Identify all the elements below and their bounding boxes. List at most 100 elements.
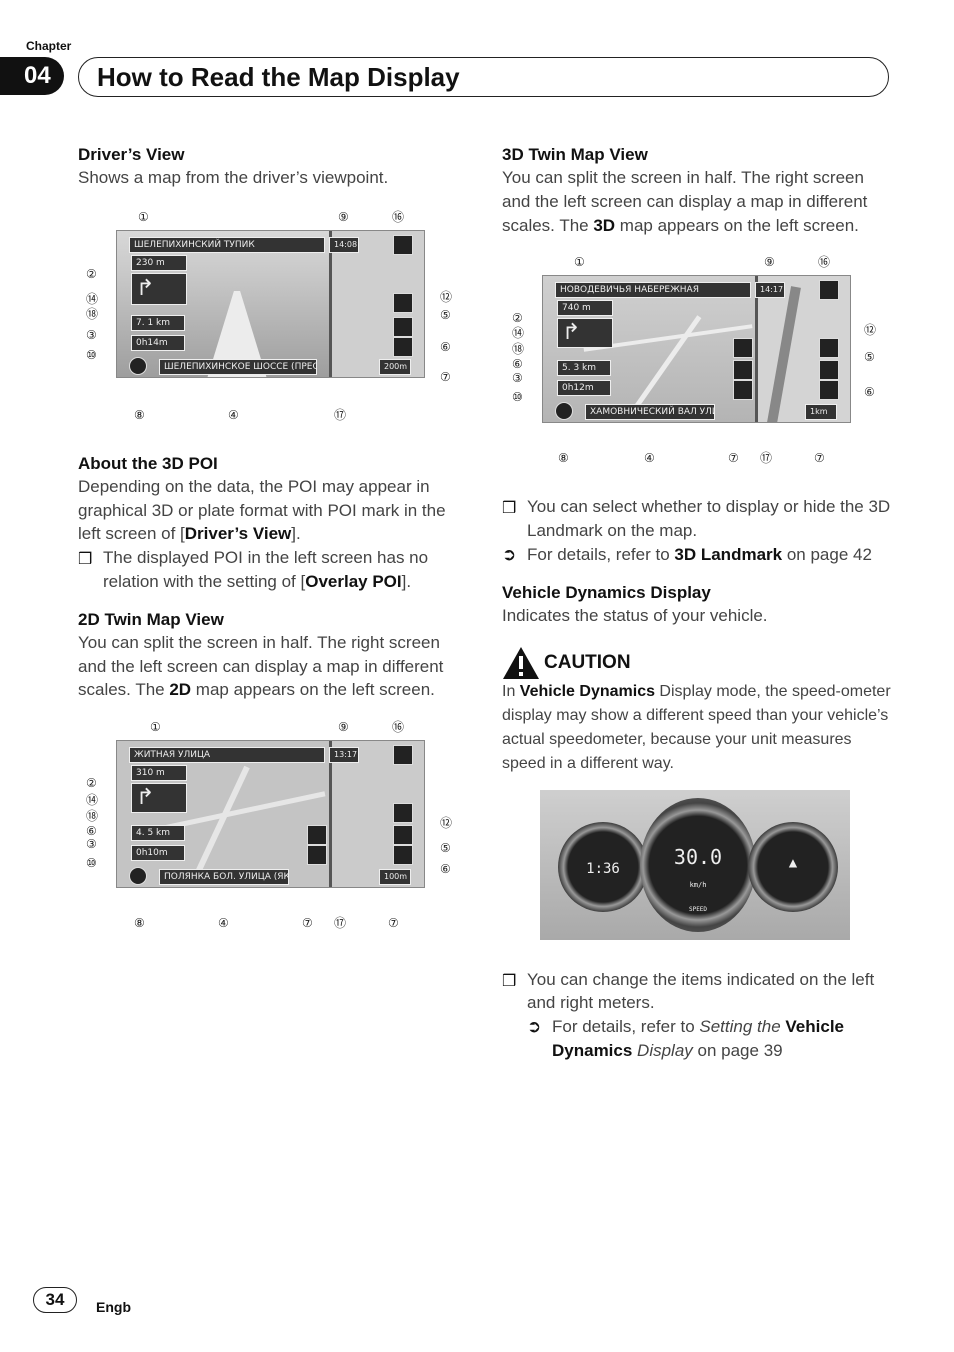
callout: ④ [228, 407, 239, 422]
view-toggle-button[interactable] [393, 803, 413, 824]
chapter-label: Chapter [26, 39, 72, 53]
callout: ⑥ [512, 357, 523, 372]
callout: ⑩ [86, 347, 97, 362]
distance-bar: 310 m [131, 765, 187, 782]
vehicle-dynamics-text: Indicates the status of your vehicle. [502, 605, 768, 625]
scale: 200m [379, 358, 411, 375]
reference-arrow-icon: ➲ [527, 1017, 542, 1037]
twin3d-text: You can split the screen in half. The ri… [502, 168, 868, 235]
page-title: How to Read the Map Display [78, 57, 889, 97]
eta-time: 0h14m [131, 334, 185, 351]
distance-bar: 740 m [557, 300, 613, 317]
callout: ⑥ [440, 339, 451, 354]
twin2d-figure: ① ⑨ ⑯ ② ⑭ ⑱ ⑫ ⑥ ③ ⑤ ⑩ ⑥ ⑧ ④ ⑦ ⑰ ⑦ ЖИТНАЯ… [78, 716, 468, 948]
callout: ⑦ [728, 451, 739, 466]
turn-arrow-icon: ↱ [131, 272, 187, 305]
note-checkbox-icon: ❒ [502, 972, 517, 990]
left-zoom-in-button[interactable] [733, 380, 753, 401]
callout: ⑨ [338, 720, 349, 735]
callout: ⑭ [86, 291, 99, 306]
left-meter: 1:36 [558, 821, 648, 912]
left-view-toggle-button[interactable] [733, 338, 753, 359]
landmark-note: ❒ You can select whether to display or h… [502, 497, 891, 541]
current-street-bar: ШЕЛЕПИХИНСКОЕ ШОССЕ (ПРЕСНЕН [159, 358, 317, 375]
eta-time: 0h12m [557, 380, 611, 397]
twin3d-figure: ① ⑨ ⑯ ② ⑫ ⑭ ⑱ ⑤ ⑥ ③ ⑥ ⑩ ⑧ ④ ⑦ ⑰ ⑦ НОВОДЕ… [502, 251, 892, 481]
turn-arrow-icon: ↱ [131, 783, 187, 814]
callout: ⑫ [440, 816, 453, 831]
zoom-in-button[interactable] [819, 380, 839, 401]
clock: 13:17 [329, 747, 359, 764]
callout: ⑭ [86, 793, 99, 808]
callout: ⑨ [338, 209, 349, 224]
callout: ⑥ [440, 862, 451, 877]
warning-icon [503, 646, 539, 679]
vehicle-dynamics-heading: Vehicle Dynamics Display [502, 582, 711, 602]
callout: ① [574, 255, 585, 270]
source-icon[interactable] [129, 356, 147, 375]
twin2d-heading: 2D Twin Map View [78, 609, 224, 629]
callout: ③ [512, 371, 523, 386]
left-zoom-out-button[interactable] [733, 360, 753, 381]
callout: ⑯ [392, 720, 405, 735]
eta-distance: 5. 3 km [557, 360, 611, 377]
callout: ⑧ [134, 407, 145, 422]
source-icon[interactable] [129, 867, 147, 886]
eta-time: 0h10m [131, 845, 185, 862]
callout: ④ [218, 916, 229, 931]
left-zoom-out-button[interactable] [307, 825, 327, 846]
callout: ⑨ [764, 255, 775, 270]
view-toggle-button[interactable] [393, 292, 413, 313]
callout: ⑯ [818, 255, 831, 270]
map-menu-button[interactable] [393, 234, 413, 255]
view-toggle-button[interactable] [819, 338, 839, 359]
current-street-bar: ПОЛЯНКА БОЛ. УЛИЦА (ЯК) [159, 869, 289, 886]
eta-distance: 4. 5 km [131, 825, 185, 842]
drivers-view-text: Shows a map from the driver’s viewpoint. [78, 168, 389, 187]
poi-note: ❒ The displayed POI in the left screen h… [78, 548, 429, 591]
callout: ④ [644, 451, 655, 466]
callout: ② [86, 776, 97, 791]
callout: ① [150, 720, 161, 735]
chapter-number: 04 [0, 57, 64, 95]
zoom-out-button[interactable] [393, 316, 413, 337]
caution-heading: CAUTION [502, 646, 892, 680]
callout: ③ [86, 327, 97, 342]
map-menu-button[interactable] [393, 745, 413, 766]
callout: ⑱ [86, 306, 99, 321]
callout: ⑦ [388, 916, 399, 931]
left-zoom-in-button[interactable] [307, 845, 327, 866]
street-name-bar: НОВОДЕВИЧЬЯ НАБЕРЕЖНАЯ [555, 282, 751, 299]
page-number: 34 [33, 1287, 77, 1313]
callout: ⑩ [86, 856, 97, 871]
source-icon[interactable] [555, 402, 573, 421]
callout: ⑦ [302, 916, 313, 931]
callout: ⑰ [760, 451, 773, 466]
street-name-bar: ШЕЛЕПИХИНСКИЙ ТУПИК [129, 236, 325, 253]
callout: ⑭ [512, 326, 525, 341]
distance-bar: 230 m [131, 254, 187, 271]
callout: ② [512, 311, 523, 326]
callout: ⑱ [86, 809, 99, 824]
reference-arrow-icon: ➲ [502, 544, 517, 564]
landmark-reference: ➲ For details, refer to 3D Landmark on p… [502, 543, 892, 567]
zoom-in-button[interactable] [393, 845, 413, 866]
scale: 1km [805, 404, 837, 421]
zoom-in-button[interactable] [393, 336, 413, 357]
note-checkbox-icon: ❒ [78, 551, 93, 569]
callout: ⑥ [864, 385, 875, 400]
callout: ① [138, 209, 149, 224]
map-menu-button[interactable] [819, 280, 839, 301]
twin2d-text: You can split the screen in half. The ri… [78, 632, 444, 700]
callout: ② [86, 266, 97, 281]
callout: ⑤ [440, 307, 451, 322]
poi-heading: About the 3D POI [78, 453, 218, 473]
callout: ⑤ [440, 841, 451, 856]
zoom-out-button[interactable] [393, 825, 413, 846]
callout: ⑱ [512, 342, 525, 357]
zoom-out-button[interactable] [819, 360, 839, 381]
callout: ⑧ [558, 451, 569, 466]
callout: ⑰ [334, 916, 347, 931]
turn-arrow-icon: ↱ [557, 318, 613, 349]
drivers-view-screen: ШЕЛЕПИХИНСКИЙ ТУПИК 230 m ↱ 7. 1 km 0h14… [116, 229, 425, 378]
